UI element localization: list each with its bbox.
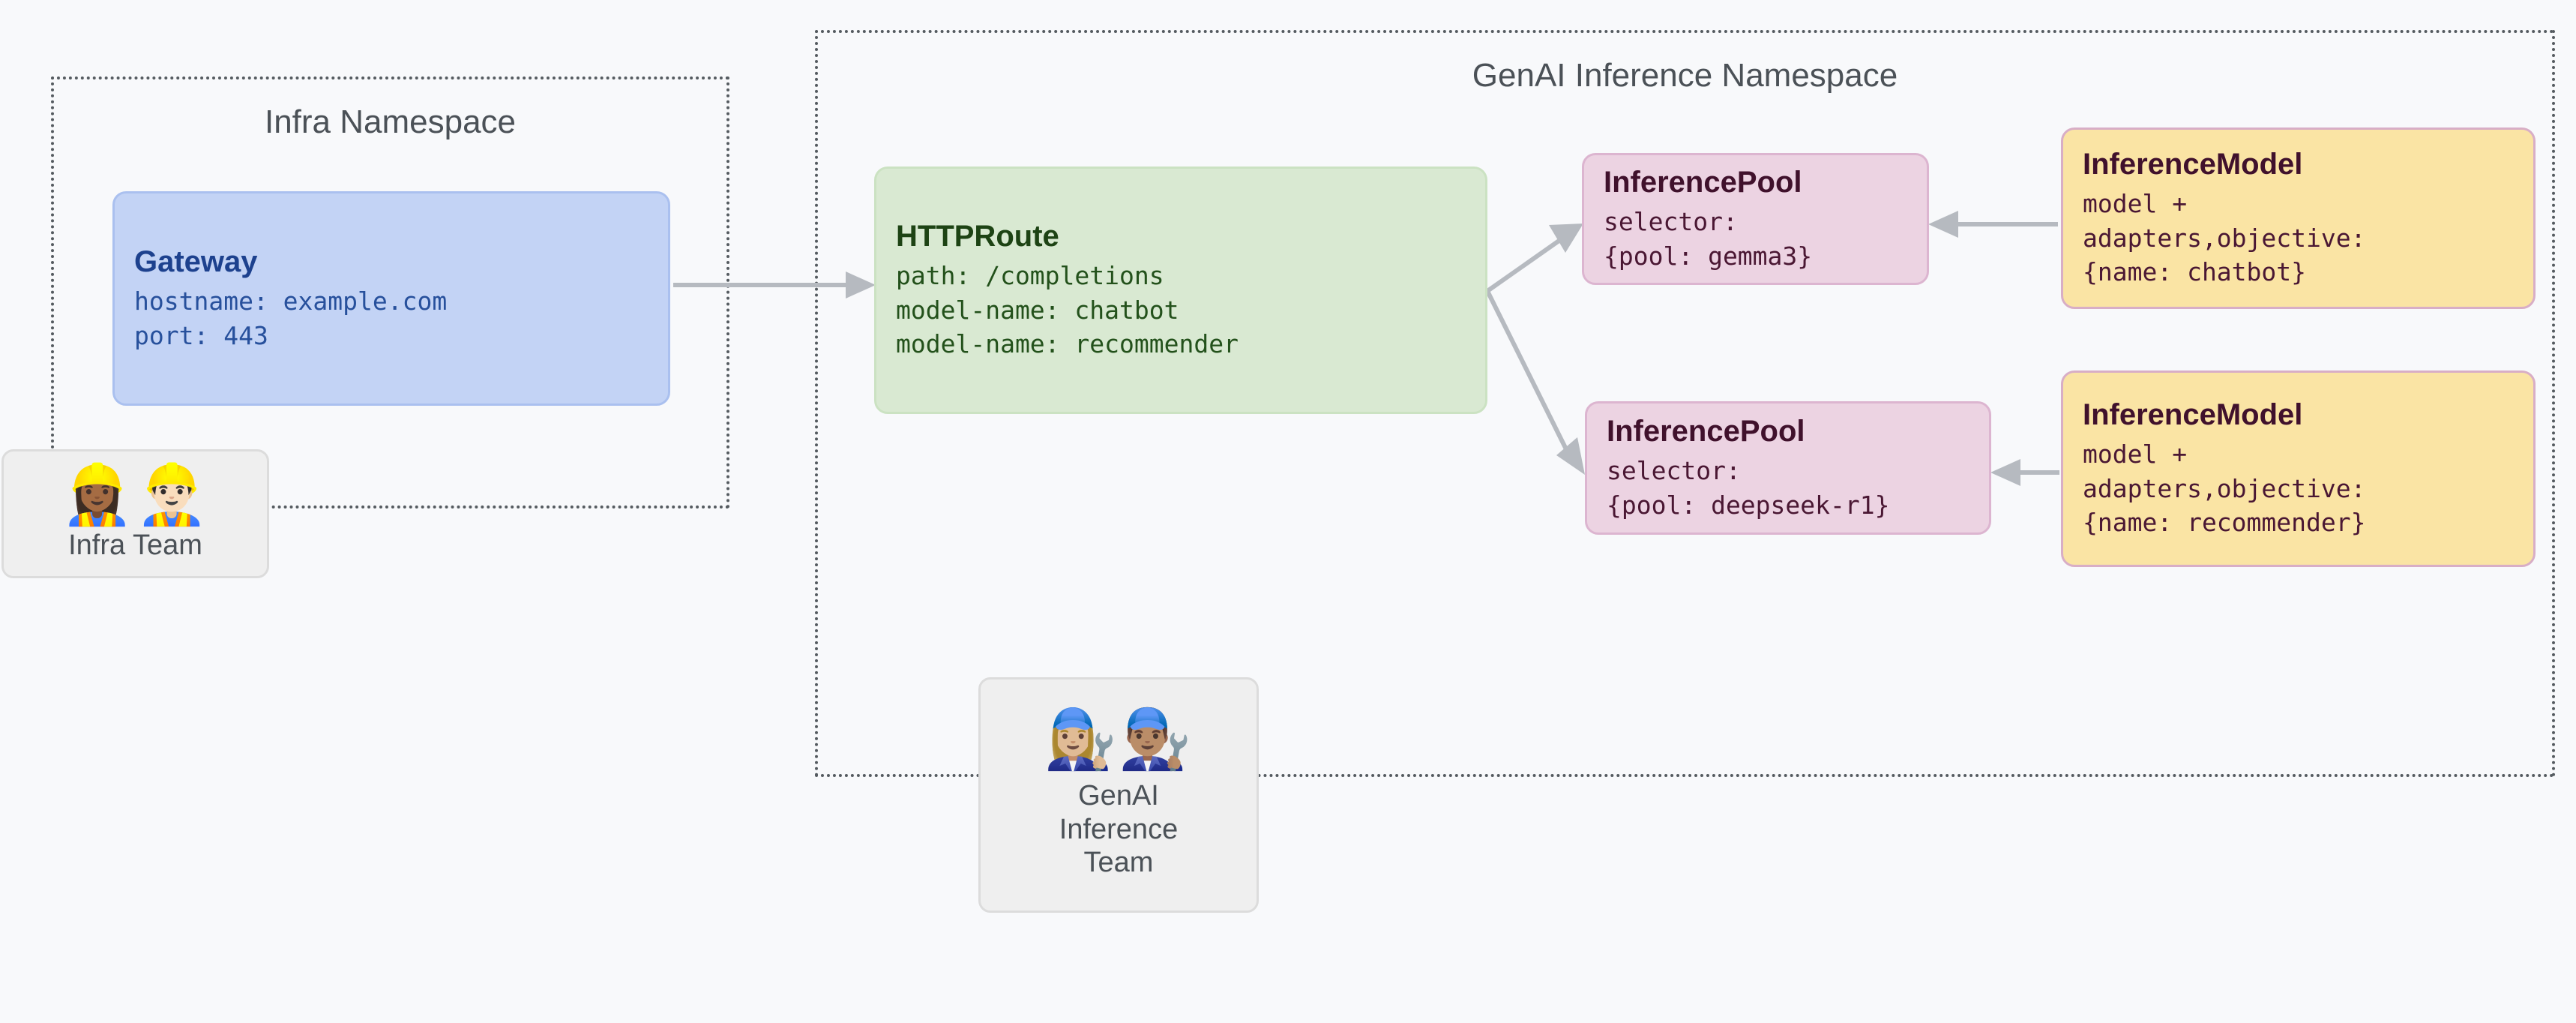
node-inferencepool-deepseek-r1[interactable]: InferencePool selector: {pool: deepseek-… bbox=[1585, 401, 1991, 535]
team-card-infra[interactable]: 👷🏾‍♀️👷🏻‍♂️ Infra Team bbox=[1, 449, 269, 578]
construction-worker-icons: 👷🏾‍♀️👷🏻‍♂️ bbox=[61, 460, 210, 529]
node-inferencepool-gemma3-body: selector: {pool: gemma3} bbox=[1604, 207, 1813, 271]
node-gateway[interactable]: Gateway hostname: example.com port: 443 bbox=[112, 191, 670, 406]
namespace-infra-title: Infra Namespace bbox=[264, 104, 517, 140]
node-httproute[interactable]: HTTPRoute path: /completions model-name:… bbox=[874, 166, 1487, 414]
node-inferencemodel-chatbot-title: InferenceModel bbox=[2083, 148, 2303, 182]
node-inferencepool-deepseek-r1-body: selector: {pool: deepseek-r1} bbox=[1607, 456, 1890, 520]
mechanic-icons: 👩🏼‍🔧👨🏽‍🔧 bbox=[1044, 706, 1194, 774]
node-gateway-title: Gateway bbox=[134, 244, 258, 278]
namespace-infra bbox=[51, 76, 729, 508]
node-inferencemodel-recommender-body: model + adapters,objective: {name: recom… bbox=[2083, 440, 2366, 538]
team-card-genai-inference[interactable]: 👩🏼‍🔧👨🏽‍🔧 GenAI Inference Team bbox=[978, 677, 1259, 913]
node-inferencepool-gemma3-title: InferencePool bbox=[1604, 165, 1802, 199]
node-inferencemodel-chatbot-body: model + adapters,objective: {name: chatb… bbox=[2083, 189, 2366, 287]
namespace-genai-title: GenAI Inference Namespace bbox=[1472, 57, 1898, 94]
node-httproute-title: HTTPRoute bbox=[896, 220, 1059, 254]
node-inferencemodel-recommender-title: InferenceModel bbox=[2083, 398, 2303, 432]
team-card-infra-label: Infra Team bbox=[68, 529, 202, 561]
node-inferencepool-deepseek-r1-title: InferencePool bbox=[1607, 414, 1805, 448]
node-inferencepool-gemma3[interactable]: InferencePool selector: {pool: gemma3} bbox=[1582, 153, 1929, 285]
node-inferencemodel-chatbot[interactable]: InferenceModel model + adapters,objectiv… bbox=[2061, 128, 2536, 309]
node-inferencemodel-recommender[interactable]: InferenceModel model + adapters,objectiv… bbox=[2061, 370, 2536, 567]
namespace-genai bbox=[815, 30, 2555, 777]
node-httproute-body: path: /completions model-name: chatbot m… bbox=[896, 261, 1239, 359]
node-gateway-body: hostname: example.com port: 443 bbox=[134, 286, 448, 350]
team-card-genai-inference-label: GenAI Inference Team bbox=[1059, 780, 1179, 879]
